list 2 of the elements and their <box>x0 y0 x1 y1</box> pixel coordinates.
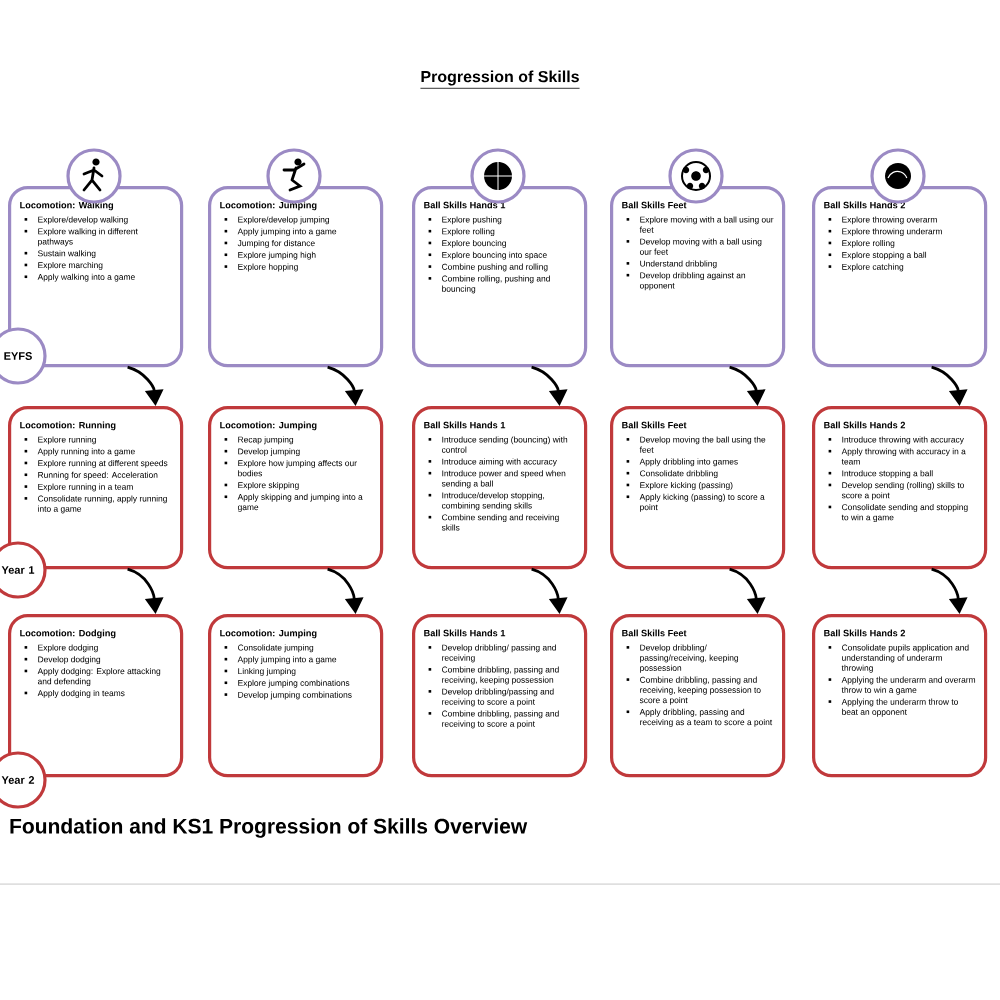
caption: Foundation and KS1 Progression of Skills Overview <box>10 818 528 838</box>
title: Progression of Skills <box>420 70 580 89</box>
